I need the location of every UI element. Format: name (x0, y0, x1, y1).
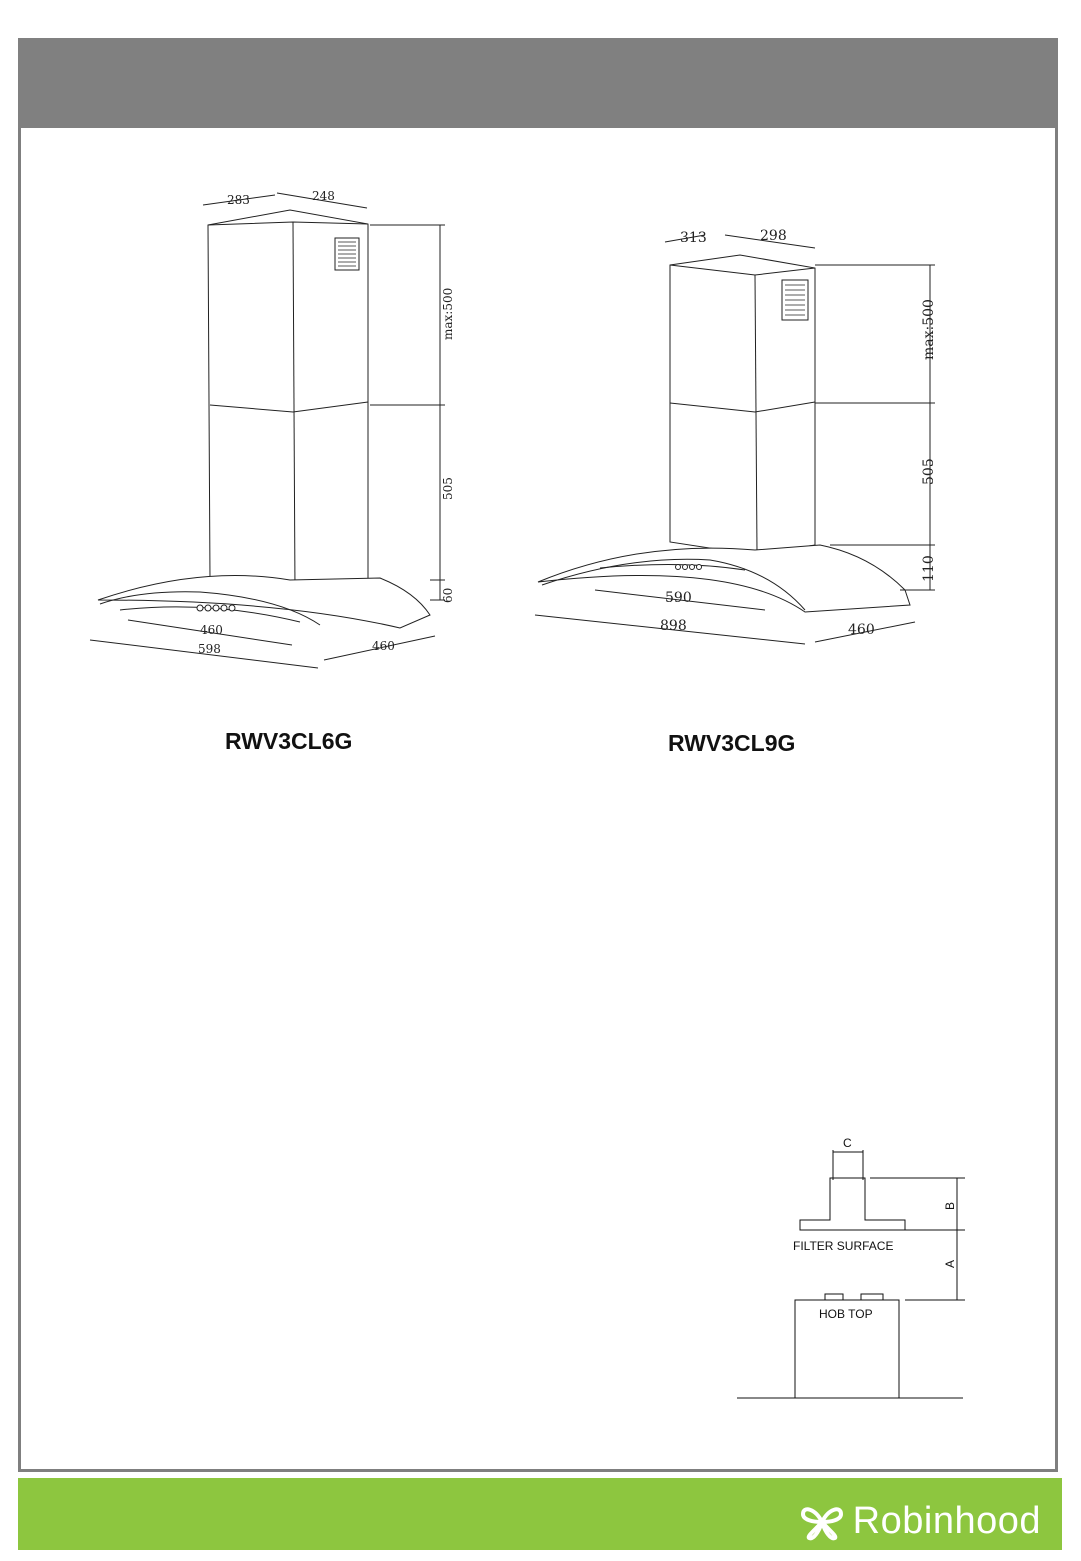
butterfly-icon (799, 1502, 845, 1542)
label-a: A (943, 1260, 957, 1268)
dim-overall-width: 898 (660, 618, 687, 634)
dim-inner-width: 460 (200, 623, 223, 637)
diagram-rwv3cl9g: 313 298 max:500 505 110 590 898 460 (530, 220, 950, 660)
model-label-right: RWV3CL9G (668, 730, 795, 757)
model-label-left: RWV3CL6G (225, 728, 352, 755)
dim-chimney-upper: max:500 (441, 288, 455, 340)
dim-inner-width: 590 (665, 590, 692, 606)
label-filter-surface: FILTER SURFACE (793, 1239, 893, 1253)
dim-depth: 460 (848, 622, 875, 638)
dim-chimney-upper: max:500 (921, 299, 937, 360)
dim-canopy-height: 60 (441, 588, 455, 603)
header-bar (18, 38, 1058, 128)
label-b: B (943, 1202, 957, 1210)
dim-top-width: 298 (760, 228, 787, 244)
diagram-rwv3cl6g: 283 248 max:500 505 60 460 598 460 (80, 180, 460, 680)
dim-overall-width: 598 (198, 642, 221, 656)
dim-chimney-lower: 505 (921, 458, 937, 485)
dim-top-depth: 313 (680, 230, 707, 246)
brand-name: Robinhood (853, 1500, 1041, 1543)
label-c: C (843, 1136, 852, 1150)
dim-depth: 460 (372, 639, 395, 653)
clearance-diagram: C B A FILTER SURFACE HOB TOP (735, 1130, 970, 1405)
dim-chimney-lower: 505 (441, 477, 455, 500)
dim-top-width: 248 (312, 189, 335, 203)
dim-top-depth: 283 (227, 193, 250, 207)
brand-logo: Robinhood (799, 1500, 1041, 1543)
label-hob-top: HOB TOP (819, 1307, 873, 1321)
dim-canopy-height: 110 (921, 555, 937, 582)
